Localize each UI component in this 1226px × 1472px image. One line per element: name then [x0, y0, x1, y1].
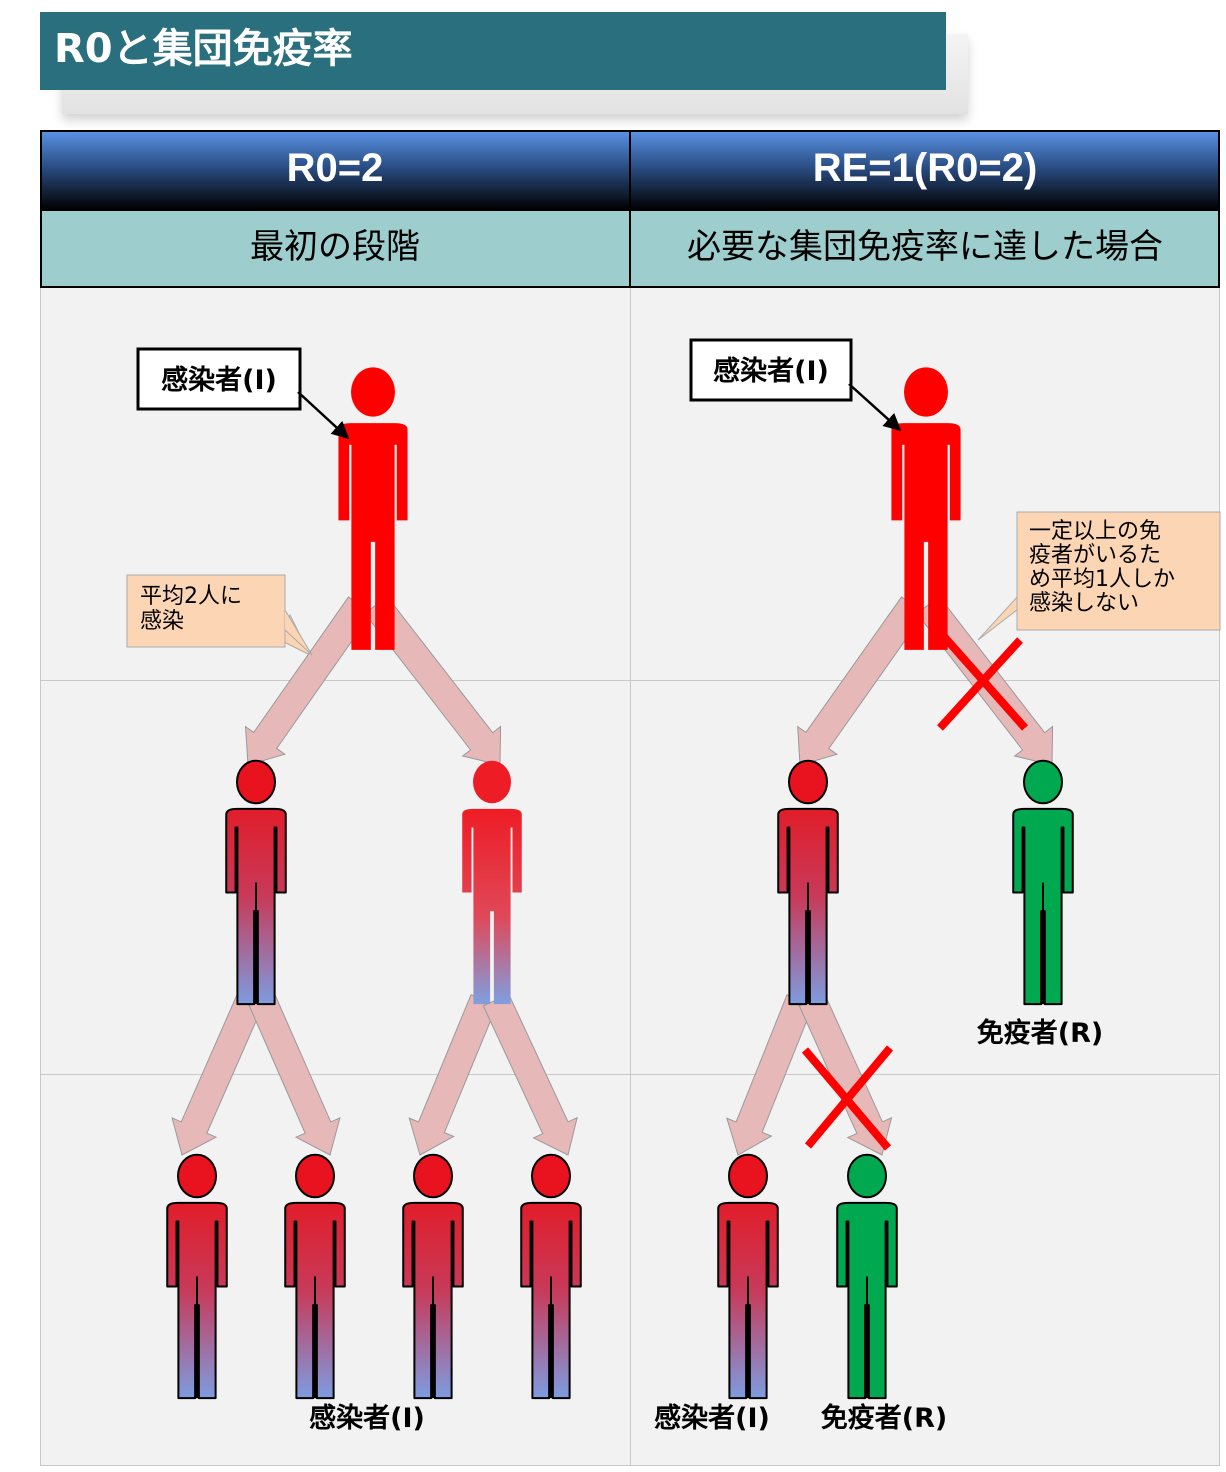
infected-person [284, 1153, 346, 1400]
immune-person [1012, 759, 1074, 1006]
callout-average-two: 平均2人に 感染 [126, 574, 313, 656]
callout-line: 感染しない [1029, 591, 1139, 616]
table-edge [1219, 288, 1220, 1466]
people-figures [166, 367, 1074, 1400]
arrow-left-c [171, 993, 264, 1156]
column-header-re: RE=1(R0=2) [630, 130, 1220, 210]
callout-line: 疫者がいるた [1029, 543, 1161, 568]
page-title: R0と集団免疫率 [54, 26, 353, 72]
blocked-cross-lower [801, 1045, 894, 1151]
callout-line: 感染 [140, 609, 184, 634]
infected-person [166, 1153, 228, 1400]
title-bar: R0と集団免疫率 [40, 12, 946, 90]
arrow-left-e [408, 994, 498, 1156]
arrow-right-d [798, 993, 893, 1156]
callout-line: め平均1人しか [1029, 567, 1175, 592]
transmission-arrows [171, 595, 1054, 1156]
infected-person [225, 759, 287, 1006]
blocked-cross-upper [937, 629, 1028, 731]
infected-caption-right: 感染者(I) [654, 1402, 770, 1434]
infected-label-text: 感染者(I) [161, 364, 277, 396]
infected-label-text: 感染者(I) [713, 355, 829, 387]
header-border [40, 209, 1220, 211]
callout-line: 一定以上の免 [1029, 519, 1161, 544]
arrow-left-d [248, 993, 341, 1156]
callout-line: 平均2人に [140, 584, 242, 609]
immune-caption-bottom: 免疫者(R) [821, 1402, 947, 1434]
arrow-left-b [364, 595, 502, 766]
table-edge [40, 1465, 1220, 1466]
infected-person-source-left [338, 367, 408, 650]
header-border [40, 286, 1220, 288]
infected-caption-left: 感染者(I) [309, 1402, 425, 1434]
table-edge [40, 288, 41, 1466]
arrow-left-f [482, 993, 578, 1156]
infected-person [402, 1153, 464, 1400]
infected-person [462, 760, 522, 1005]
column-divider [630, 288, 631, 1466]
infected-person [717, 1153, 779, 1400]
arrow-right-c [726, 994, 814, 1156]
immune-person [836, 1153, 898, 1400]
infected-label-box-right: 感染者(I) [689, 338, 902, 432]
infected-person [777, 759, 839, 1006]
infected-person [520, 1153, 582, 1400]
column-header-r0: R0=2 [40, 130, 630, 210]
immune-caption-middle: 免疫者(R) [977, 1017, 1103, 1049]
infected-label-box-left: 感染者(I) [136, 347, 350, 440]
infected-person-source-right [891, 367, 961, 650]
column-subheader-threshold: 必要な集団免疫率に達した場合 [630, 210, 1220, 288]
column-subheader-initial: 最初の段階 [40, 210, 630, 288]
callout-average-one: 一定以上の免 疫者がいるた め平均1人しか 感染しない [977, 511, 1221, 641]
